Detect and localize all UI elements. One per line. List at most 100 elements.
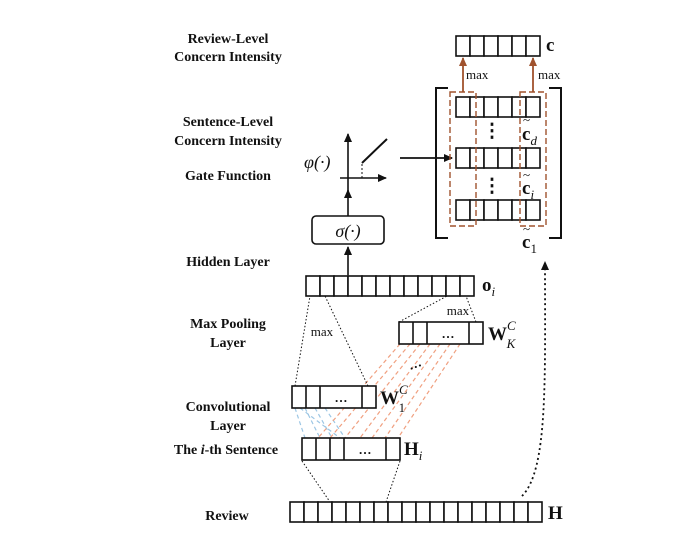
review-vector	[289, 501, 543, 523]
var-c1: ~ c1	[522, 221, 537, 256]
sentence-level-label-1: Sentence-Level	[183, 115, 273, 130]
hidden-cell	[417, 275, 433, 297]
matrix-row-cell	[511, 147, 527, 169]
matrix-row-cell	[469, 147, 485, 169]
gate-function-label: Gate Function	[185, 169, 271, 184]
matrix-row	[455, 147, 541, 169]
matrix-rows	[455, 96, 541, 221]
review-label: Review	[205, 509, 249, 524]
vdots-2: ⋮	[483, 176, 502, 197]
conv-connections-blue	[294, 407, 346, 439]
ith-sentence-label: The i-th Sentence	[174, 443, 278, 458]
matrix-row-cell	[483, 147, 499, 169]
matrix-row-cell	[483, 199, 499, 221]
review-cell	[401, 501, 417, 523]
review-cell	[457, 501, 473, 523]
review-cell	[485, 501, 501, 523]
conv-filter-w1: …	[291, 385, 377, 409]
var-oi: oi	[482, 275, 496, 299]
review-cell	[499, 501, 515, 523]
hidden-layer-label: Hidden Layer	[186, 255, 270, 270]
svg-text:ci: ci	[522, 178, 534, 202]
max-label-right: max	[447, 303, 470, 318]
conv-filter-wk: …	[398, 321, 484, 345]
arrow-review-to-c1	[521, 261, 550, 497]
convolutional-label-2: Layer	[210, 419, 246, 434]
svg-text:~: ~	[523, 221, 530, 236]
sigma-label: σ(·)	[335, 221, 360, 242]
var-ci: ~ ci	[522, 167, 534, 202]
review-cell	[303, 501, 319, 523]
max-label-c-left: max	[466, 67, 489, 82]
matrix-brackets	[435, 87, 562, 239]
hidden-cell	[375, 275, 391, 297]
vdots-1: ⋮	[483, 121, 502, 142]
svg-text:~: ~	[523, 112, 530, 127]
gate-function-plot	[340, 133, 388, 192]
conv-connections-orange	[317, 343, 461, 439]
sentence-vector: …	[301, 437, 401, 461]
review-cell	[471, 501, 487, 523]
review-cell	[345, 501, 361, 523]
matrix-row	[455, 96, 541, 118]
review-level-cell	[511, 35, 527, 57]
matrix-row-cell	[525, 199, 541, 221]
review-level-label-1: Review-Level	[188, 32, 269, 47]
hidden-cell	[389, 275, 405, 297]
max-label-c-right: max	[538, 67, 561, 82]
matrix-row	[455, 199, 541, 221]
matrix-row-cell	[497, 96, 513, 118]
review-cell	[513, 501, 529, 523]
svg-text:cd: cd	[522, 124, 537, 148]
review-level-cell	[525, 35, 541, 57]
matrix-row-cell	[511, 199, 527, 221]
matrix-row-cell	[455, 96, 471, 118]
review-cell	[443, 501, 459, 523]
matrix-row-cell	[497, 147, 513, 169]
review-cell	[289, 501, 305, 523]
ellipsis-w1: …	[335, 390, 348, 405]
hidden-cell	[361, 275, 377, 297]
matrix-row-cell	[497, 199, 513, 221]
review-level-cell	[497, 35, 513, 57]
var-Hi: Hi	[404, 439, 423, 463]
review-cell	[317, 501, 333, 523]
hidden-cell	[319, 275, 335, 297]
phi-label: φ(·)	[304, 152, 330, 173]
hidden-cell	[459, 275, 475, 297]
review-level-cell	[483, 35, 499, 57]
svg-text:~: ~	[523, 167, 530, 182]
hidden-cell	[431, 275, 447, 297]
review-level-cell	[455, 35, 471, 57]
filters-ellipsis: …	[406, 354, 423, 373]
hidden-cell	[333, 275, 349, 297]
review-cell	[429, 501, 445, 523]
ith-i: i	[201, 443, 205, 458]
ith-prefix: The	[174, 443, 201, 458]
matrix-row-cell	[469, 199, 485, 221]
review-cell	[331, 501, 347, 523]
review-level-label-2: Concern Intensity	[174, 50, 282, 65]
matrix-row-cell	[483, 96, 499, 118]
review-cell	[359, 501, 375, 523]
max-pooling-label-1: Max Pooling	[190, 317, 266, 332]
review-cell	[415, 501, 431, 523]
var-cd: ~ cd	[522, 112, 537, 148]
svg-text:c1: c1	[522, 232, 537, 256]
matrix-row-cell	[469, 96, 485, 118]
matrix-row-cell	[525, 147, 541, 169]
review-cell	[527, 501, 543, 523]
ellipsis-hi: …	[359, 442, 372, 457]
matrix-row-cell	[455, 199, 471, 221]
hidden-cell	[403, 275, 419, 297]
review-level-vector	[455, 35, 541, 57]
max-pooling-label-2: Layer	[210, 336, 246, 351]
review-cell	[373, 501, 389, 523]
convolutional-label-1: Convolutional	[186, 400, 271, 415]
max-pooling-lines	[294, 295, 477, 387]
sentence-level-label-2: Concern Intensity	[174, 134, 282, 149]
matrix-row-cell	[525, 96, 541, 118]
matrix-row-cell	[455, 147, 471, 169]
